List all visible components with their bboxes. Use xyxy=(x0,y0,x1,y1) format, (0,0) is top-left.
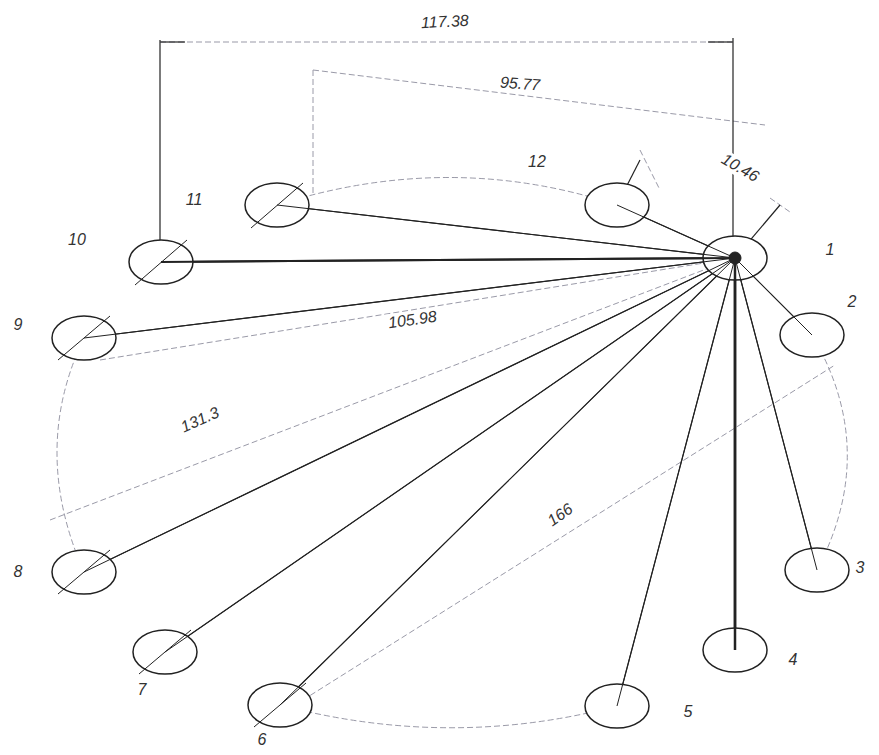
callout-number: 1 xyxy=(824,241,837,259)
callout-number: 2 xyxy=(846,293,859,311)
dimension-label: 131.3 xyxy=(176,403,224,437)
dimension-label: 10.46 xyxy=(716,149,763,187)
callout-number: 12 xyxy=(526,153,548,171)
dimension-label: 105.98 xyxy=(385,307,440,332)
callout-number: 3 xyxy=(854,559,867,577)
dimension-label: 95.77 xyxy=(497,73,542,94)
callout-number: 11 xyxy=(184,191,205,209)
callout-number: 10 xyxy=(66,231,88,249)
callout-number: 4 xyxy=(787,651,800,669)
dimension-label: 117.38 xyxy=(419,12,472,33)
callout-number: 7 xyxy=(136,681,149,699)
callout-number: 8 xyxy=(12,563,25,581)
callout-number: 6 xyxy=(256,731,269,749)
dimension-label: 166 xyxy=(542,499,577,531)
callout-number: 9 xyxy=(12,316,25,334)
callout-number: 5 xyxy=(682,703,695,721)
